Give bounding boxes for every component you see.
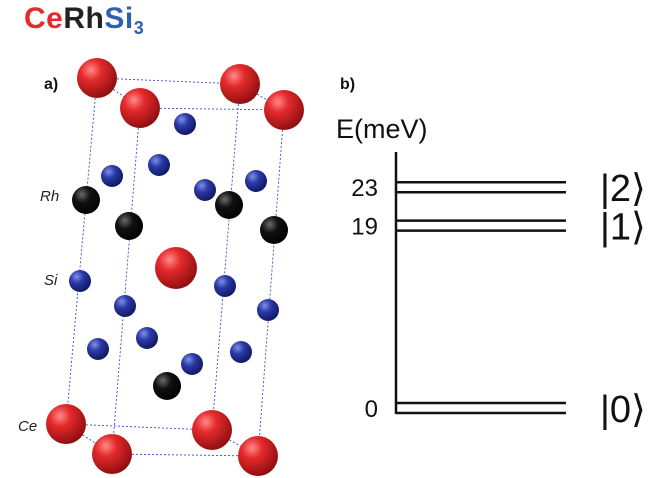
rh-atoms bbox=[72, 186, 288, 400]
ce-atoms bbox=[46, 58, 304, 476]
energy-tick-label: 0 bbox=[365, 396, 378, 423]
crystal-structure bbox=[46, 58, 304, 476]
si-atoms bbox=[69, 113, 279, 375]
si-atom bbox=[214, 275, 236, 297]
ce-atom bbox=[155, 247, 197, 289]
ce-atom bbox=[264, 90, 304, 130]
title-si: Si bbox=[104, 2, 134, 35]
state-ket-label: |1⟩ bbox=[600, 207, 646, 249]
energy-tick-label: 23 bbox=[351, 175, 378, 202]
si-atom bbox=[230, 341, 252, 363]
ce-atom bbox=[220, 64, 260, 104]
rh-atom bbox=[72, 186, 100, 214]
panel-b-label: b) bbox=[340, 76, 356, 93]
si-atom bbox=[114, 295, 136, 317]
si-atom bbox=[181, 353, 203, 375]
si-atom bbox=[69, 270, 91, 292]
si-atom bbox=[136, 327, 158, 349]
rh-atom-label: Rh bbox=[40, 188, 60, 205]
energy-axis-label: E(meV) bbox=[336, 114, 428, 144]
ce-atom bbox=[77, 58, 117, 98]
si-atom-label: Si bbox=[44, 272, 58, 289]
energy-tick-label: 19 bbox=[351, 214, 378, 241]
rh-atom bbox=[153, 372, 181, 400]
title-rh: Rh bbox=[63, 2, 105, 35]
ce-atom bbox=[238, 436, 278, 476]
ce-atom bbox=[192, 410, 232, 450]
si-atom bbox=[245, 170, 267, 192]
rh-atom bbox=[215, 191, 243, 219]
title-ce: Ce bbox=[24, 2, 64, 35]
ce-atom-label: Ce bbox=[18, 418, 38, 435]
state-ket-label: |0⟩ bbox=[600, 389, 646, 431]
si-atom bbox=[101, 165, 123, 187]
title-si-subscript: 3 bbox=[133, 18, 145, 38]
energy-levels: 23 |2⟩ 19 |1⟩ 0 |0⟩ bbox=[351, 168, 646, 431]
ce-atom bbox=[92, 434, 132, 474]
si-atom bbox=[148, 154, 170, 176]
panel-a-label: a) bbox=[44, 76, 59, 93]
compound-title: CeRhSi3 bbox=[24, 2, 144, 39]
rh-atom bbox=[115, 212, 143, 240]
si-atom bbox=[257, 299, 279, 321]
si-atom bbox=[174, 113, 196, 135]
ce-atom bbox=[120, 88, 160, 128]
si-atom bbox=[194, 179, 216, 201]
ce-atom bbox=[46, 404, 86, 444]
state-ket-label: |2⟩ bbox=[600, 168, 646, 210]
rh-atom bbox=[260, 216, 288, 244]
si-atom bbox=[87, 338, 109, 360]
